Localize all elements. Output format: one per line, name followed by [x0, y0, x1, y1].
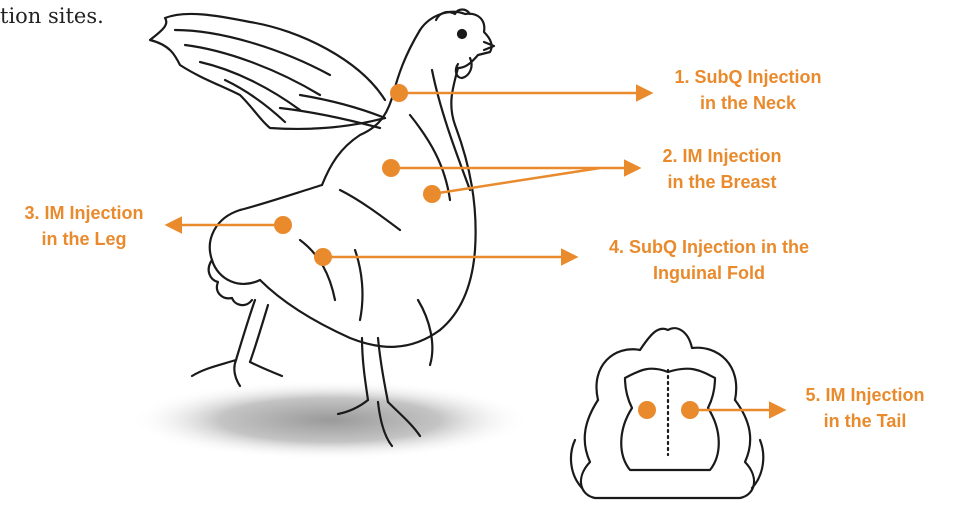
callout-neck-line2: in the Neck [648, 90, 848, 116]
site-marker-leg [274, 216, 292, 234]
callout-tail: 5. IM Injection in the Tail [790, 382, 940, 434]
callout-inguinal-fold-line2: Inguinal Fold [575, 260, 843, 286]
site-marker-breast-upper [382, 159, 400, 177]
callout-breast-line2: in the Breast [622, 169, 822, 195]
callout-tail-line1: 5. IM Injection [790, 382, 940, 408]
ground-shadow [130, 380, 530, 460]
callout-leg-line2: in the Leg [0, 226, 168, 252]
callout-inguinal-fold-line1: 4. SubQ Injection in the [575, 234, 843, 260]
callout-tail-line2: in the Tail [790, 408, 940, 434]
site-marker-inguinal-fold [314, 248, 332, 266]
callout-leg-line1: 3. IM Injection [0, 200, 168, 226]
tail-diagram [571, 328, 763, 498]
callout-leg: 3. IM Injection in the Leg [0, 200, 168, 252]
site-marker-tail-left [638, 401, 656, 419]
callout-neck-line1: 1. SubQ Injection [648, 64, 848, 90]
site-marker-tail-right [681, 401, 699, 419]
leader-line-2b [432, 168, 600, 194]
site-marker-neck [390, 84, 408, 102]
callout-breast: 2. IM Injection in the Breast [622, 143, 822, 195]
callout-neck: 1. SubQ Injection in the Neck [648, 64, 848, 116]
callout-inguinal-fold: 4. SubQ Injection in the Inguinal Fold [575, 234, 843, 286]
site-marker-breast-lower [423, 185, 441, 203]
callout-breast-line1: 2. IM Injection [622, 143, 822, 169]
